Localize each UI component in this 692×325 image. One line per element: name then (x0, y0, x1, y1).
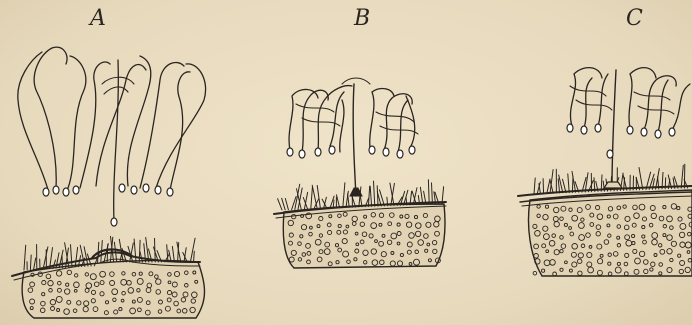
grass-blade (84, 247, 88, 267)
grass-blade (420, 187, 422, 204)
figure-c-stalk (612, 70, 616, 188)
grass-blade (43, 247, 48, 269)
grass-blade (337, 195, 340, 208)
grass-blade (190, 238, 195, 262)
tissue-cell (533, 271, 537, 275)
figure-a-stalk (114, 60, 119, 222)
grass-blade (98, 242, 99, 262)
figure-b (274, 78, 446, 268)
grass-blade (24, 245, 26, 270)
grass-blade (665, 178, 666, 189)
grass-blade (543, 179, 544, 194)
grass-blade (343, 183, 345, 208)
grass-blade (374, 181, 375, 206)
grass-blade (585, 173, 588, 192)
figure-c (518, 68, 692, 276)
grass-blade (285, 199, 288, 210)
grass-blade (377, 186, 378, 207)
grass-blade (639, 168, 643, 190)
figure-b-stalk (353, 84, 356, 196)
grass-blade (282, 198, 286, 210)
grass-blade (370, 186, 371, 206)
grass-blade (75, 247, 77, 267)
grass-blade (558, 179, 559, 193)
grass-blade (563, 179, 567, 193)
figure-a-flagella (18, 47, 206, 190)
figure-c-node (604, 182, 622, 188)
grass-blade (442, 187, 444, 204)
grass-blade (311, 187, 313, 209)
figure-c-flagella (570, 68, 690, 132)
grass-blade (134, 239, 136, 262)
grass-blade (303, 198, 307, 210)
grass-blade (390, 183, 394, 206)
grass-blade (107, 244, 108, 262)
grass-blade (568, 174, 569, 193)
grass-blade (368, 186, 369, 206)
figure-c-grass (534, 164, 688, 194)
figure-a (12, 47, 206, 318)
grass-blade (172, 247, 174, 263)
grass-blade (30, 255, 31, 270)
grass-blade (34, 258, 36, 269)
grass-blade (167, 245, 168, 262)
grass-blade (534, 178, 535, 194)
grass-blade (428, 180, 429, 204)
grass-blade (317, 186, 320, 209)
grass-blade (71, 245, 73, 268)
grass-blade (681, 165, 683, 188)
grass-blade (348, 194, 350, 208)
grass-blade (432, 183, 433, 204)
grass-blade (547, 179, 550, 193)
grass-blade (278, 199, 282, 210)
figure-b-spores (287, 146, 415, 158)
grass-blade (312, 185, 317, 208)
grass-blade (194, 251, 195, 262)
figure-a-spores (43, 184, 173, 226)
